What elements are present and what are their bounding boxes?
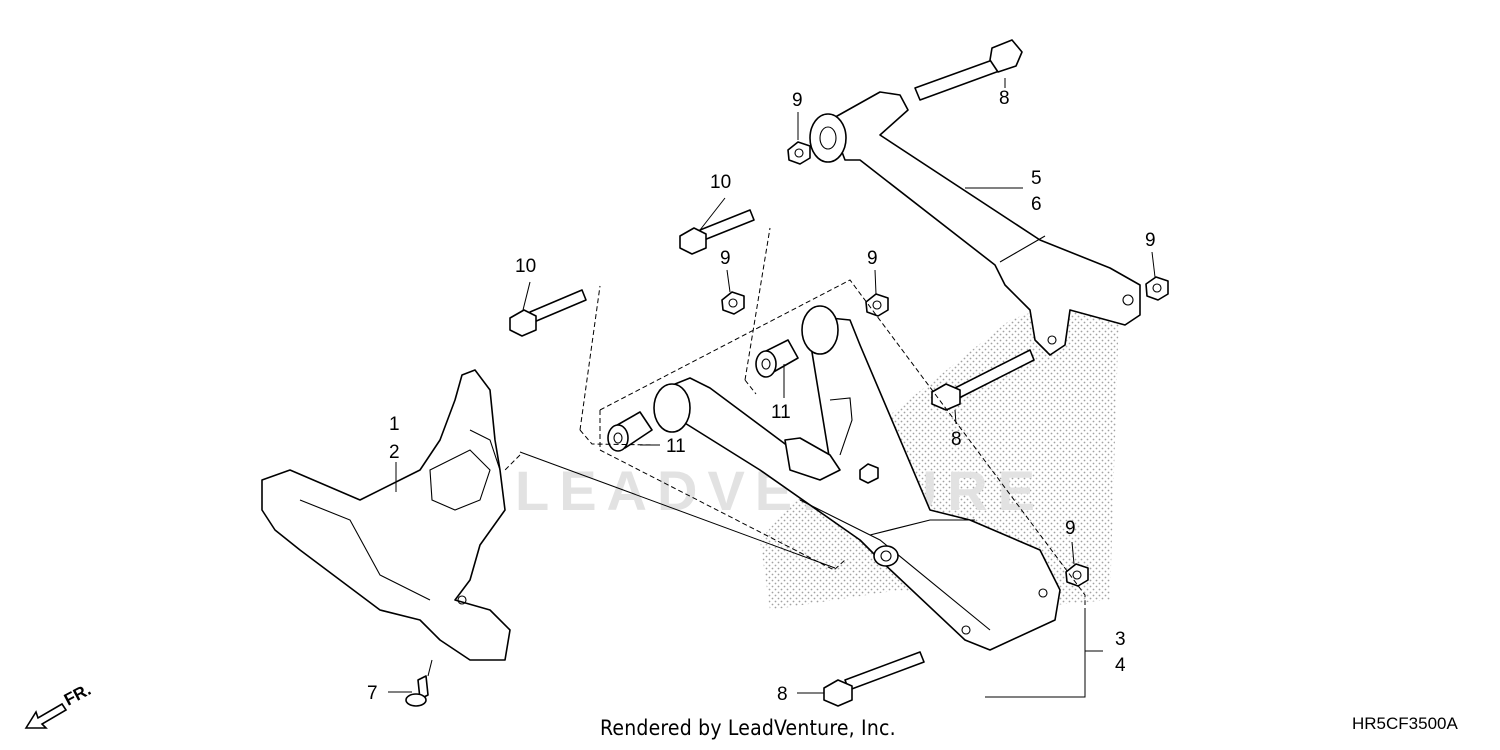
callout-11-left: 11 [666, 436, 686, 457]
callout-9-middle-right: 9 [867, 248, 878, 269]
callout-8-bottom: 8 [777, 684, 788, 705]
nut-9-middle-left[interactable] [721, 291, 745, 315]
upper-arm-part[interactable] [809, 91, 1141, 356]
bolt-10-upper[interactable] [679, 209, 755, 255]
callout-5: 5 [1031, 168, 1042, 189]
credit-text: Rendered by LeadVenture, Inc. [600, 716, 896, 740]
callout-9-right: 9 [1145, 230, 1156, 251]
callout-2: 2 [389, 442, 400, 463]
bolt-8-bottom[interactable] [823, 651, 925, 707]
bolt-8-middle[interactable] [931, 349, 1035, 411]
callout-9-upper-left: 9 [792, 90, 803, 111]
callout-6: 6 [1031, 194, 1042, 215]
bolt-8-top[interactable] [914, 39, 1023, 101]
nut-9-right[interactable] [1145, 276, 1169, 301]
callout-7: 7 [367, 683, 378, 704]
callout-9-middle-left: 9 [720, 248, 731, 269]
front-arrow-icon [24, 702, 68, 729]
leader-lines [388, 78, 1156, 694]
callout-11-right: 11 [771, 402, 791, 423]
callout-1: 1 [389, 414, 400, 435]
callout-3: 3 [1115, 629, 1126, 650]
screw-7[interactable] [405, 675, 429, 707]
callout-4: 4 [1115, 655, 1126, 676]
callout-10-upper: 10 [710, 172, 731, 193]
nut-9-upper-left[interactable] [787, 141, 811, 165]
front-label: FR. [61, 680, 94, 710]
callout-9-lower-right: 9 [1065, 518, 1076, 539]
dashed-group-lines [504, 227, 1086, 698]
lower-arm-part[interactable] [653, 305, 1061, 651]
arm-guard-part[interactable] [261, 369, 511, 661]
bolt-10-left[interactable] [509, 289, 587, 337]
diagram-code: HR5CF3500A [1352, 714, 1458, 733]
callout-10-left: 10 [515, 256, 536, 277]
callout-8-middle: 8 [951, 429, 962, 450]
front-direction-indicator: FR. [24, 680, 94, 729]
nut-9-lower-right[interactable] [1065, 563, 1089, 587]
nut-9-middle-right[interactable] [865, 293, 889, 317]
callout-labels: 1 2 3 4 5 6 7 8 8 8 9 9 9 9 9 10 10 11 1… [367, 88, 1156, 705]
bushing-11-right[interactable] [755, 339, 799, 378]
callout-8-top: 8 [999, 88, 1010, 109]
